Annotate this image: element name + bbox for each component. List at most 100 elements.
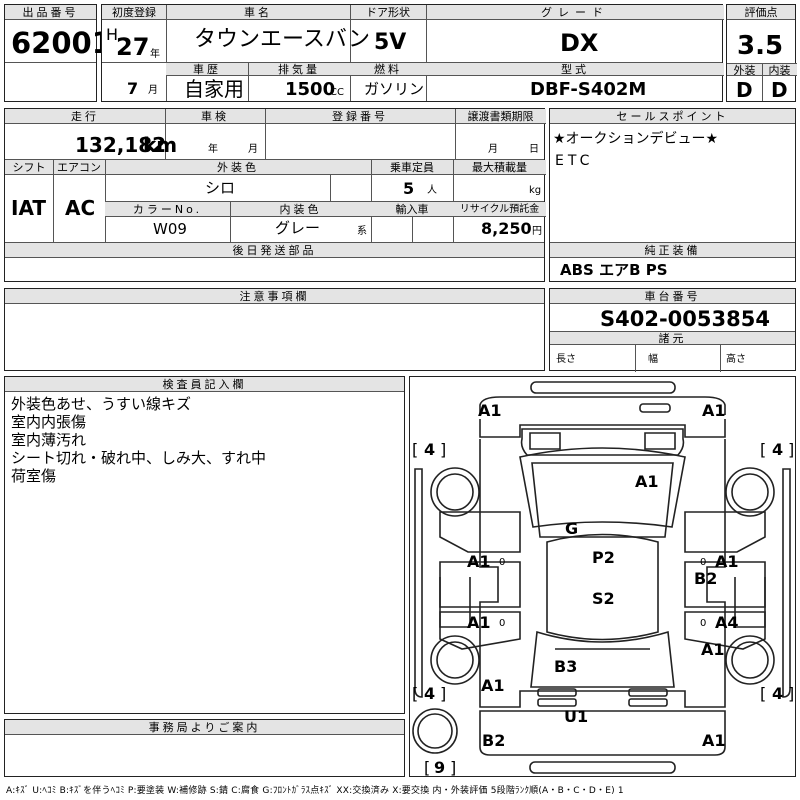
reg-month: 7 xyxy=(127,79,139,98)
history-value: 自家用 xyxy=(184,77,244,101)
insp-month-unit: 月 xyxy=(248,144,258,155)
svg-text:]: ] xyxy=(450,758,456,776)
tire-rr-shape xyxy=(725,635,775,685)
recycle-unit: 円 xyxy=(532,226,542,237)
svg-text:[: [ xyxy=(412,440,418,459)
recycle-header: リサイクル預託金 xyxy=(453,202,546,217)
rear-right-mark: A1 xyxy=(702,731,726,750)
transfer-day-unit: 日 xyxy=(529,144,539,155)
notes-header: 注意事項欄 xyxy=(5,289,544,304)
aircon-value: AC xyxy=(65,196,96,220)
tire-rl-mark: 4 xyxy=(424,684,435,703)
office-header: 事務局よりご案内 xyxy=(5,720,404,735)
width-label: 幅 xyxy=(648,354,658,365)
recycle-value: 8,250 xyxy=(481,219,532,238)
specs-header: 諸元 xyxy=(550,332,795,345)
roof-rear-mark: S2 xyxy=(592,589,615,608)
lot-no-box: 出品番号 62001 xyxy=(4,4,112,102)
tire-fl-shape xyxy=(430,467,480,517)
svg-text:]: ] xyxy=(440,684,446,703)
car-name-value: タウンエースバン xyxy=(194,27,371,52)
tire-fr-shape xyxy=(725,467,775,517)
displacement-header: 排気量 xyxy=(248,63,350,76)
right-rear-door-mark: A4 xyxy=(715,613,739,632)
spare-tire-shape xyxy=(412,708,458,754)
import-header: 輸入車 xyxy=(371,202,453,217)
int-color-value: グレー xyxy=(275,219,321,237)
color-no-header: カラーNo. xyxy=(105,202,230,217)
inspector-box: 検査員記入欄 外装色あせ、うすい線キズ 室内内張傷 室内薄汚れ シート切れ・破れ… xyxy=(4,376,405,714)
displacement-unit: CC xyxy=(330,87,344,98)
details-box: 走行 車検 登録番号 譲渡書類期限 132,182 km 年 月 月 日 シフト… xyxy=(4,108,546,282)
front-right-mark: A1 xyxy=(702,401,726,420)
front-bumper-shape xyxy=(479,396,726,415)
shift-value: IAT xyxy=(11,196,47,220)
max-load-header: 最大積載量 xyxy=(453,160,546,175)
comment-line-4: シート切れ・破れ中、しみ大、すれ中 xyxy=(11,449,267,467)
mileage-unit: km xyxy=(143,133,178,157)
roof-front-mark: P2 xyxy=(592,548,615,567)
right-mirror-a-mark: 0 xyxy=(700,557,706,568)
capacity-unit: 人 xyxy=(427,185,437,196)
comment-line-3: 室内薄汚れ xyxy=(11,431,87,449)
left-mirror-b-mark: 0 xyxy=(499,618,505,629)
left-front-door-shape xyxy=(439,511,521,553)
capacity-header: 乗車定員 xyxy=(371,160,453,175)
grade-value: DX xyxy=(560,29,599,57)
first-reg-header: 初度登録 xyxy=(102,5,166,20)
windshield-mark: G xyxy=(565,519,578,538)
fuel-header: 燃料 xyxy=(350,63,426,76)
height-label: 高さ xyxy=(726,354,746,365)
interior-grade: D xyxy=(771,78,788,102)
rear-bumper-mark: U1 xyxy=(564,707,588,726)
left-mirror-a-mark: 0 xyxy=(499,557,505,568)
roof-shape xyxy=(546,533,659,641)
options-value: ABS エアB PS xyxy=(560,261,668,279)
right-mirror-b-mark: 0 xyxy=(700,618,706,629)
comment-line-5: 荷室傷 xyxy=(11,467,57,485)
notes-box: 注意事項欄 xyxy=(4,288,545,371)
spare-mark: 9 xyxy=(434,758,445,776)
capacity-value: 5 xyxy=(403,179,415,198)
inspection-header: 車検 xyxy=(165,109,265,124)
tire-rl-shape xyxy=(430,635,480,685)
svg-text:]: ] xyxy=(440,440,446,459)
right-rear-quarter-mark: A1 xyxy=(701,640,725,659)
history-header: 車歴 xyxy=(166,63,248,76)
ext-color-header: 外装色 xyxy=(105,160,371,175)
displacement-value: 1500 xyxy=(285,79,336,100)
chassis-header: 車台番号 xyxy=(550,289,795,304)
fuel-value: ガソリン xyxy=(364,80,425,98)
door-value: 5V xyxy=(374,30,407,55)
lot-no-header: 出品番号 xyxy=(5,5,96,20)
main-info-box: 初度登録 車名 ドア形状 グレード H 27 年 タウンエースバン 5V DX … xyxy=(101,4,724,102)
svg-text:[: [ xyxy=(760,684,766,703)
mileage-value: 132,182 xyxy=(75,133,167,157)
int-color-suffix: 系 xyxy=(357,226,367,237)
lot-no-value: 62001 xyxy=(11,26,112,60)
era-label: H xyxy=(106,25,119,44)
front-left-mark: A1 xyxy=(478,401,502,420)
reg-year-unit: 年 xyxy=(150,49,160,60)
door-header: ドア形状 xyxy=(350,5,426,20)
svg-text:[: [ xyxy=(412,684,418,703)
left-rear-door-mark: A1 xyxy=(467,613,491,632)
body-outline-shape xyxy=(479,439,726,708)
car-name-header: 車名 xyxy=(166,5,350,20)
windshield-shape xyxy=(531,462,674,538)
car-diagram-box: [ 4 ] [ 4 ] [ 4 ] [ 4 ] [ 9 ] A1 A1 A1 G… xyxy=(409,376,796,777)
interior-header: 内装 xyxy=(762,63,797,76)
score-box: 評価点 3.5 外装 内装 D D xyxy=(726,4,797,102)
svg-text:[: [ xyxy=(424,758,430,776)
color-no-value: W09 xyxy=(153,220,187,238)
car-diagram: [ 4 ] [ 4 ] [ 4 ] [ 4 ] [ 9 ] A1 A1 A1 G… xyxy=(412,381,794,776)
inspector-header: 検査員記入欄 xyxy=(5,377,404,392)
model-value: DBF-S402M xyxy=(530,79,647,100)
right-front-door-mark: A1 xyxy=(715,552,739,571)
reg-year: 27 xyxy=(116,33,150,61)
selling-point-2: ETC xyxy=(555,153,594,169)
right-front-door-shape xyxy=(684,511,766,553)
insp-year-unit: 年 xyxy=(208,144,218,155)
svg-text:]: ] xyxy=(788,684,794,703)
chassis-value: S402-0053854 xyxy=(600,307,770,331)
